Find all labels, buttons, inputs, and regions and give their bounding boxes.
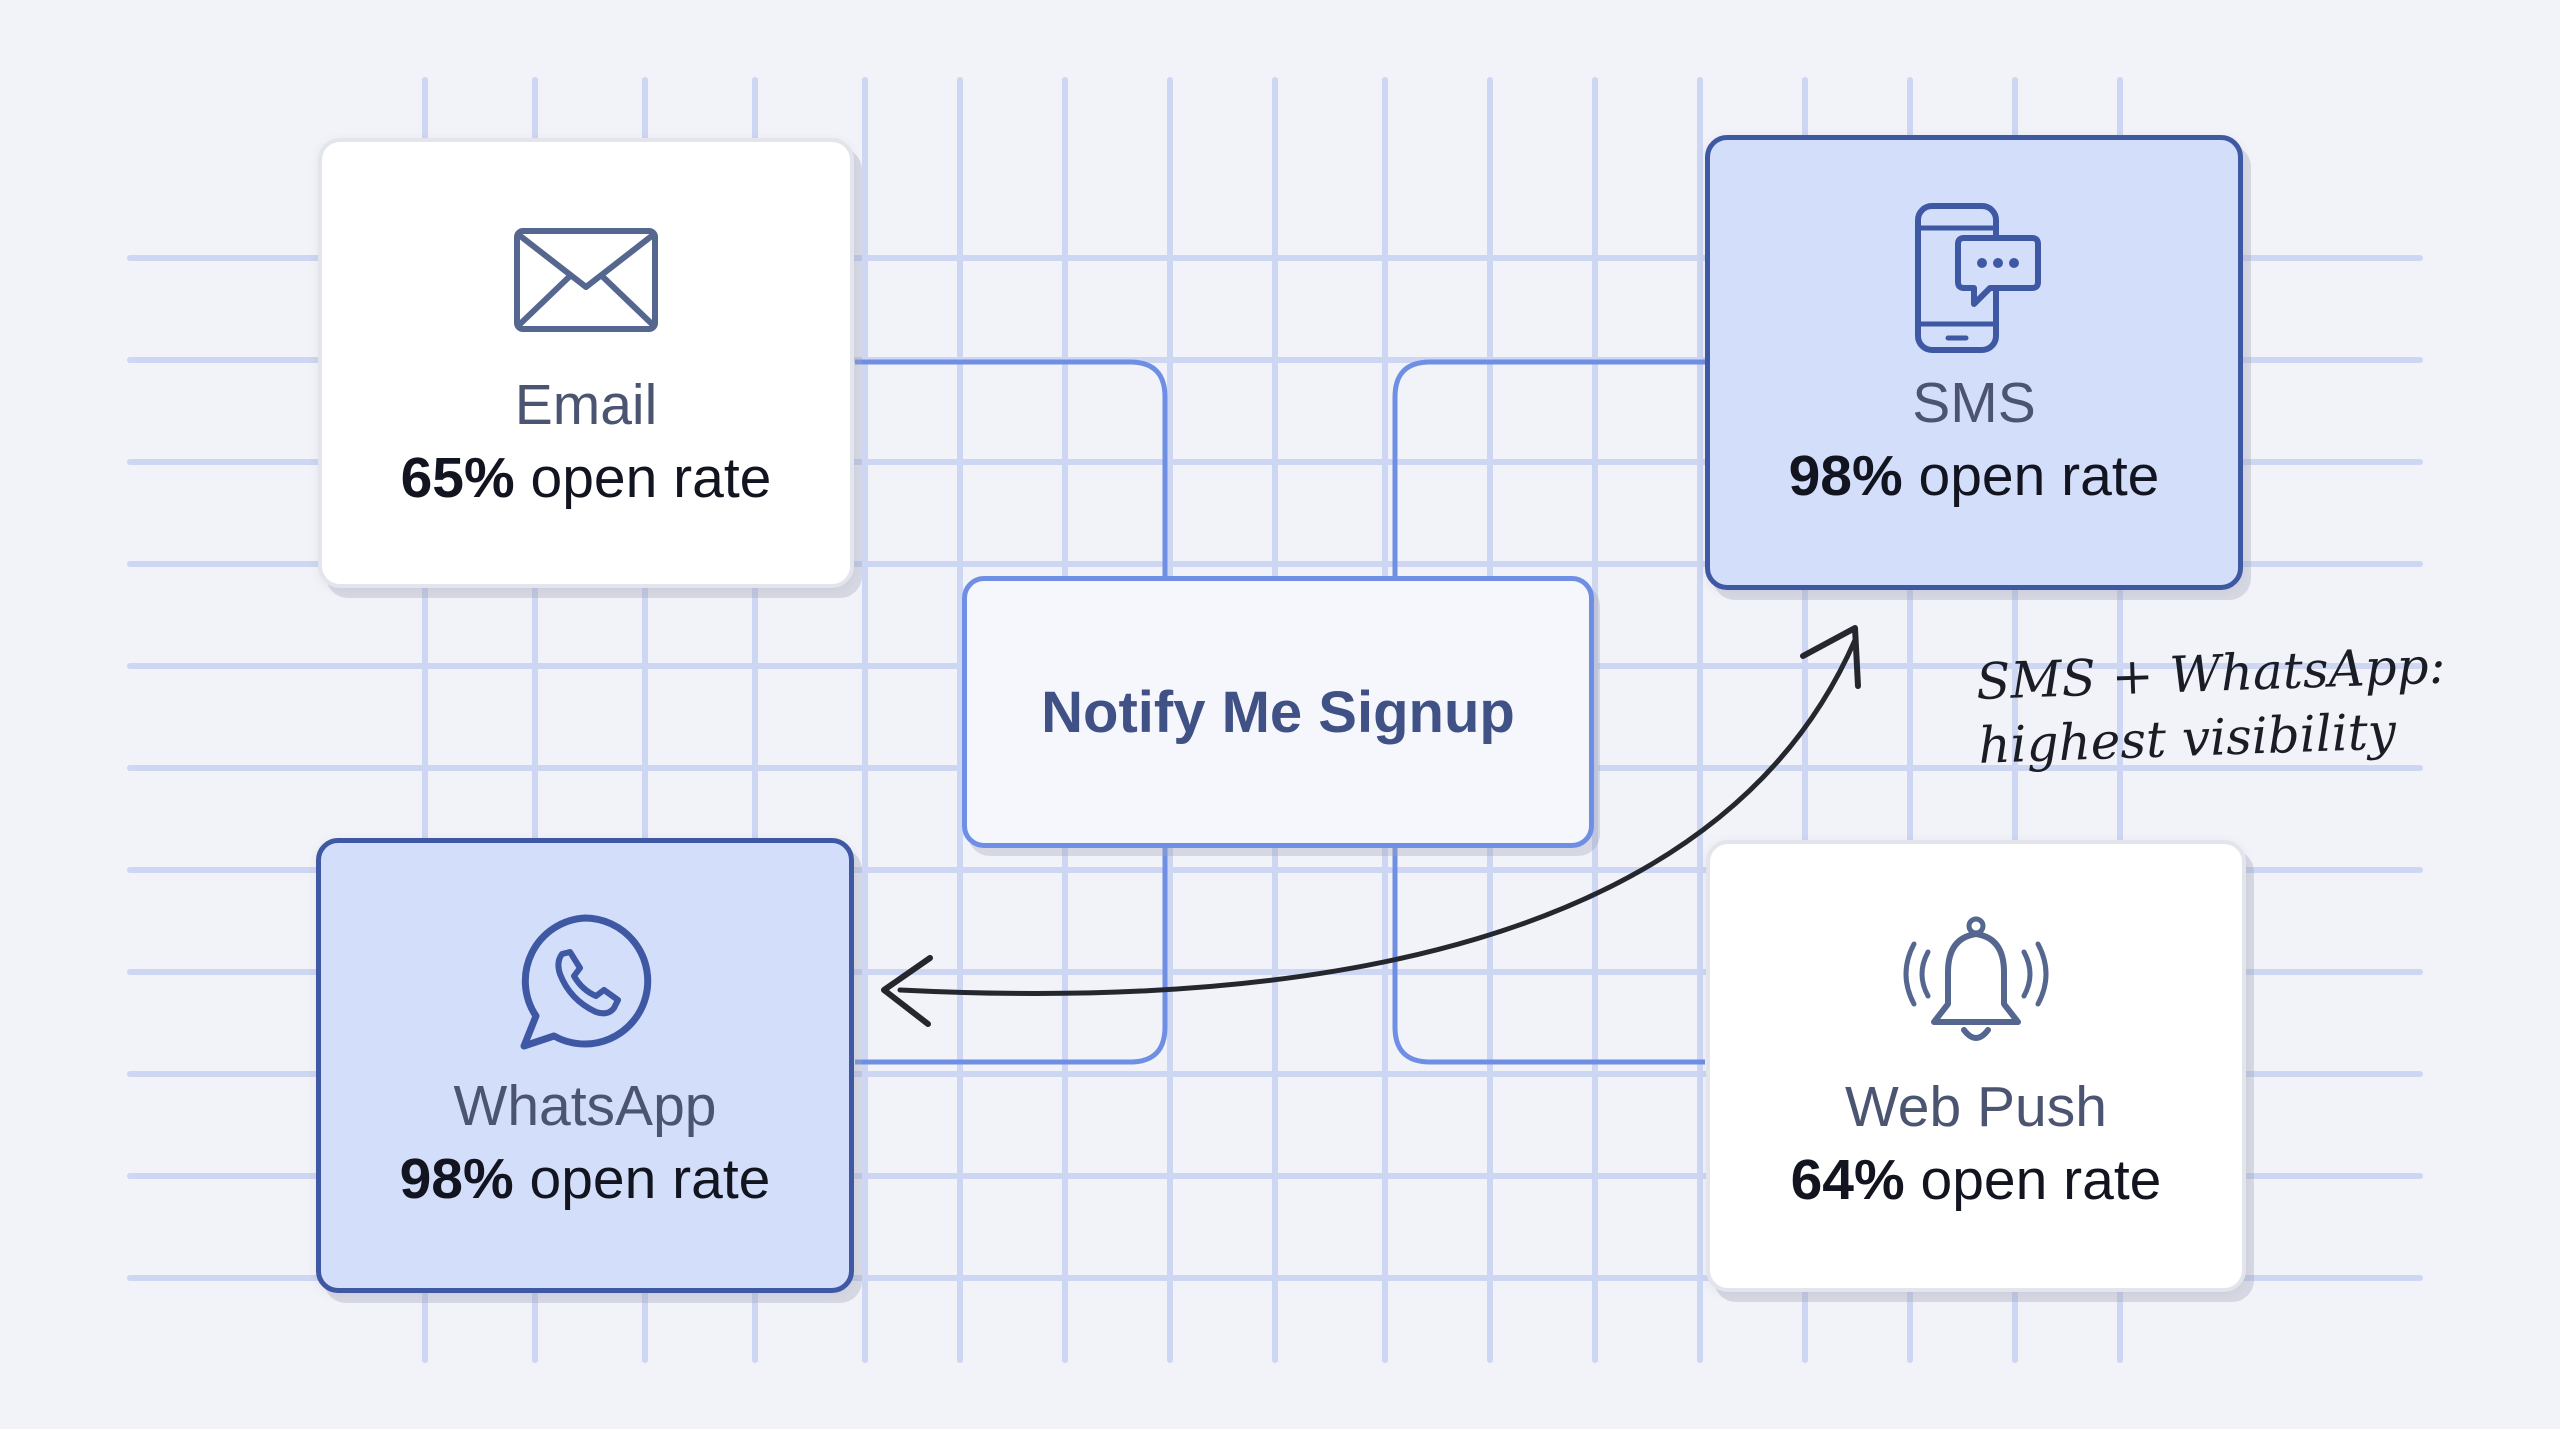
open-rate-suffix: open rate [1904,1147,2162,1212]
channel-name: SMS [1912,371,2036,435]
channel-open-rate: 98% open rate [399,1146,771,1211]
channel-card-email: Email 65% open rate [318,138,854,588]
open-rate-suffix: open rate [513,1146,771,1211]
arrow-curve [897,637,1858,996]
channel-card-whatsapp: WhatsApp 98% open rate [316,838,854,1293]
connector-email [855,359,1168,578]
channel-open-rate: 98% open rate [1788,443,2160,508]
whatsapp-icon [505,901,665,1061]
open-rate-suffix: open rate [1902,443,2160,508]
connector-sms [1392,359,1705,578]
open-rate-value: 98% [399,1146,514,1211]
connector-webpush [1392,846,1705,1065]
open-rate-suffix: open rate [514,445,772,510]
connector-lines [855,359,1705,1065]
open-rate-value: 65% [400,445,515,510]
open-rate-value: 98% [1788,443,1903,508]
annotation-note: SMS + WhatsApp: highest visibility [1975,634,2449,778]
arrow-head-right [1800,625,1861,689]
center-node-notify-me-signup: Notify Me Signup [962,576,1594,848]
channel-card-web-push: Web Push 64% open rate [1706,840,2246,1292]
channel-card-sms: SMS 98% open rate [1705,135,2243,590]
center-node-label: Notify Me Signup [1041,679,1515,745]
envelope-icon [506,200,666,360]
arrow-head-left [881,955,933,1027]
channel-open-rate: 64% open rate [1790,1147,2162,1212]
open-rate-value: 64% [1790,1147,1905,1212]
channel-name: Web Push [1845,1075,2107,1139]
phone-message-icon [1894,198,2054,358]
channel-name: WhatsApp [453,1074,717,1138]
bell-icon [1896,902,2056,1062]
connector-whatsapp [855,846,1168,1065]
channel-open-rate: 65% open rate [400,445,772,510]
channel-name: Email [514,373,658,437]
